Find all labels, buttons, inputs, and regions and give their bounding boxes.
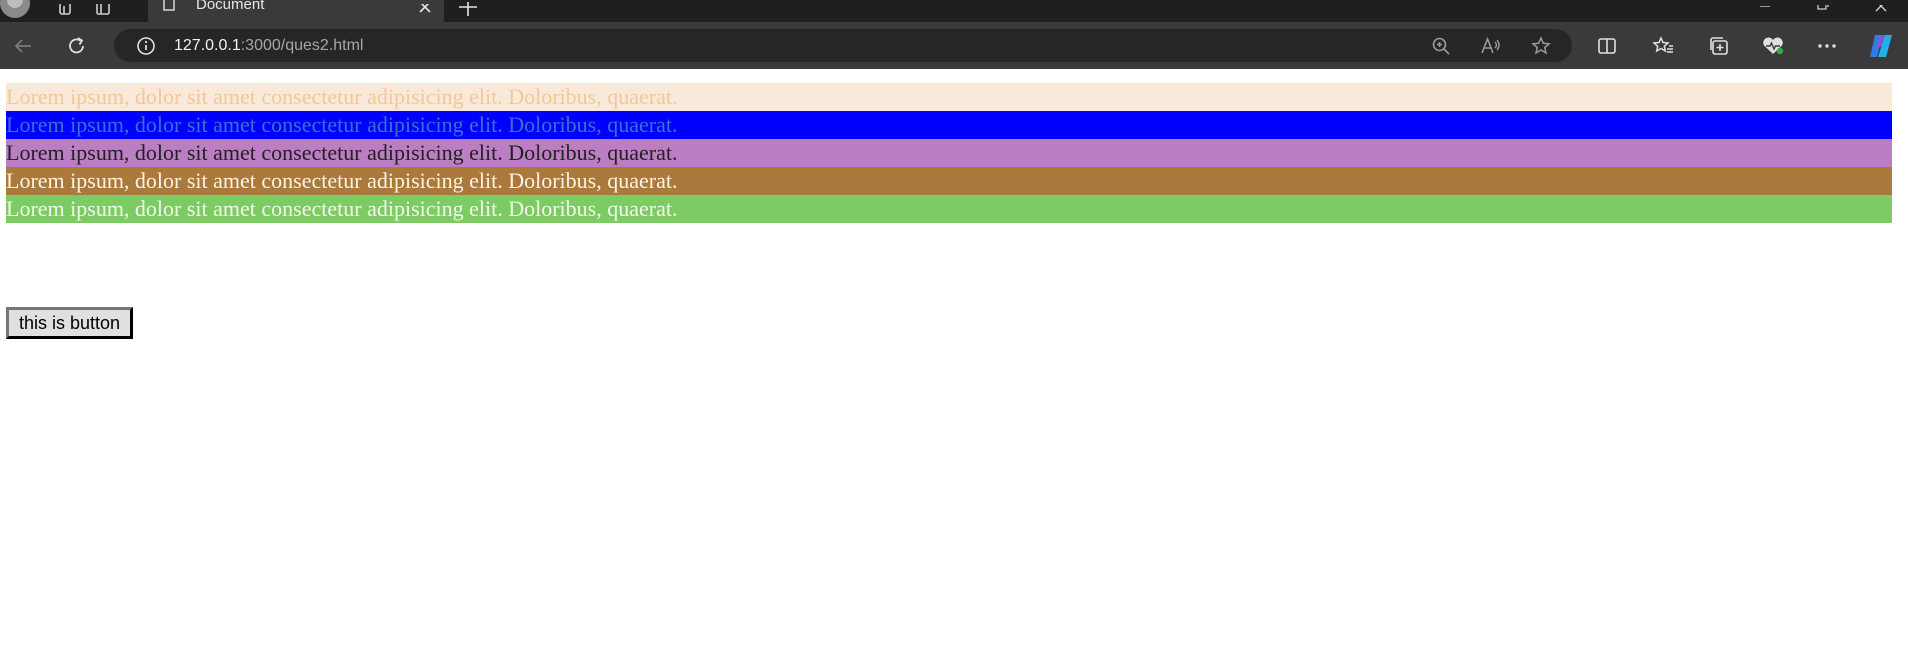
- tab-document[interactable]: Document: [148, 0, 444, 22]
- page-viewport: Lorem ipsum, dolor sit amet consectetur …: [0, 69, 1908, 646]
- profile-avatar[interactable]: [0, 0, 30, 22]
- tab-strip: Document: [0, 0, 1908, 22]
- zoom-icon[interactable]: [1422, 22, 1460, 69]
- favorite-star-icon[interactable]: [1522, 22, 1560, 69]
- restore-icon[interactable]: [1800, 0, 1846, 22]
- address-bar[interactable]: 127.0.0.1:3000/ques2.html: [114, 29, 1572, 62]
- back-icon[interactable]: [4, 22, 42, 69]
- close-tab-icon[interactable]: [416, 0, 434, 22]
- site-info-icon[interactable]: [134, 29, 158, 62]
- url-host: 127.0.0.1: [174, 37, 241, 54]
- copilot-icon[interactable]: [1862, 22, 1900, 69]
- url-path: :3000/ques2.html: [240, 37, 364, 54]
- more-options-icon[interactable]: [1808, 22, 1846, 69]
- scrollbar[interactable]: [1898, 69, 1908, 646]
- this-is-button[interactable]: this is button: [6, 307, 134, 339]
- tab-actions-icon[interactable]: [88, 0, 118, 22]
- refresh-icon[interactable]: [58, 22, 96, 69]
- split-screen-icon[interactable]: [1588, 22, 1626, 69]
- paragraph-5: Lorem ipsum, dolor sit amet consectetur …: [6, 195, 1892, 223]
- paragraph-1: Lorem ipsum, dolor sit amet consectetur …: [6, 83, 1892, 111]
- url-text[interactable]: 127.0.0.1:3000/ques2.html: [174, 29, 363, 62]
- browser-toolbar: 127.0.0.1:3000/ques2.html: [0, 22, 1908, 69]
- workspaces-icon[interactable]: [52, 0, 82, 22]
- minimize-icon[interactable]: [1742, 0, 1788, 22]
- paragraph-4: Lorem ipsum, dolor sit amet consectetur …: [6, 167, 1892, 195]
- new-tab-icon[interactable]: [456, 0, 480, 22]
- tab-title: Document: [196, 0, 265, 13]
- avatar-icon: [0, 0, 30, 18]
- browser-essentials-icon[interactable]: [1754, 22, 1792, 69]
- paragraph-3: Lorem ipsum, dolor sit amet consectetur …: [6, 139, 1892, 167]
- read-aloud-icon[interactable]: [1472, 22, 1510, 69]
- collections-icon[interactable]: [1700, 22, 1738, 69]
- paragraph-2: Lorem ipsum, dolor sit amet consectetur …: [6, 111, 1892, 139]
- document-icon: [163, 0, 175, 11]
- close-window-icon[interactable]: [1858, 0, 1904, 22]
- favorites-icon[interactable]: [1644, 22, 1682, 69]
